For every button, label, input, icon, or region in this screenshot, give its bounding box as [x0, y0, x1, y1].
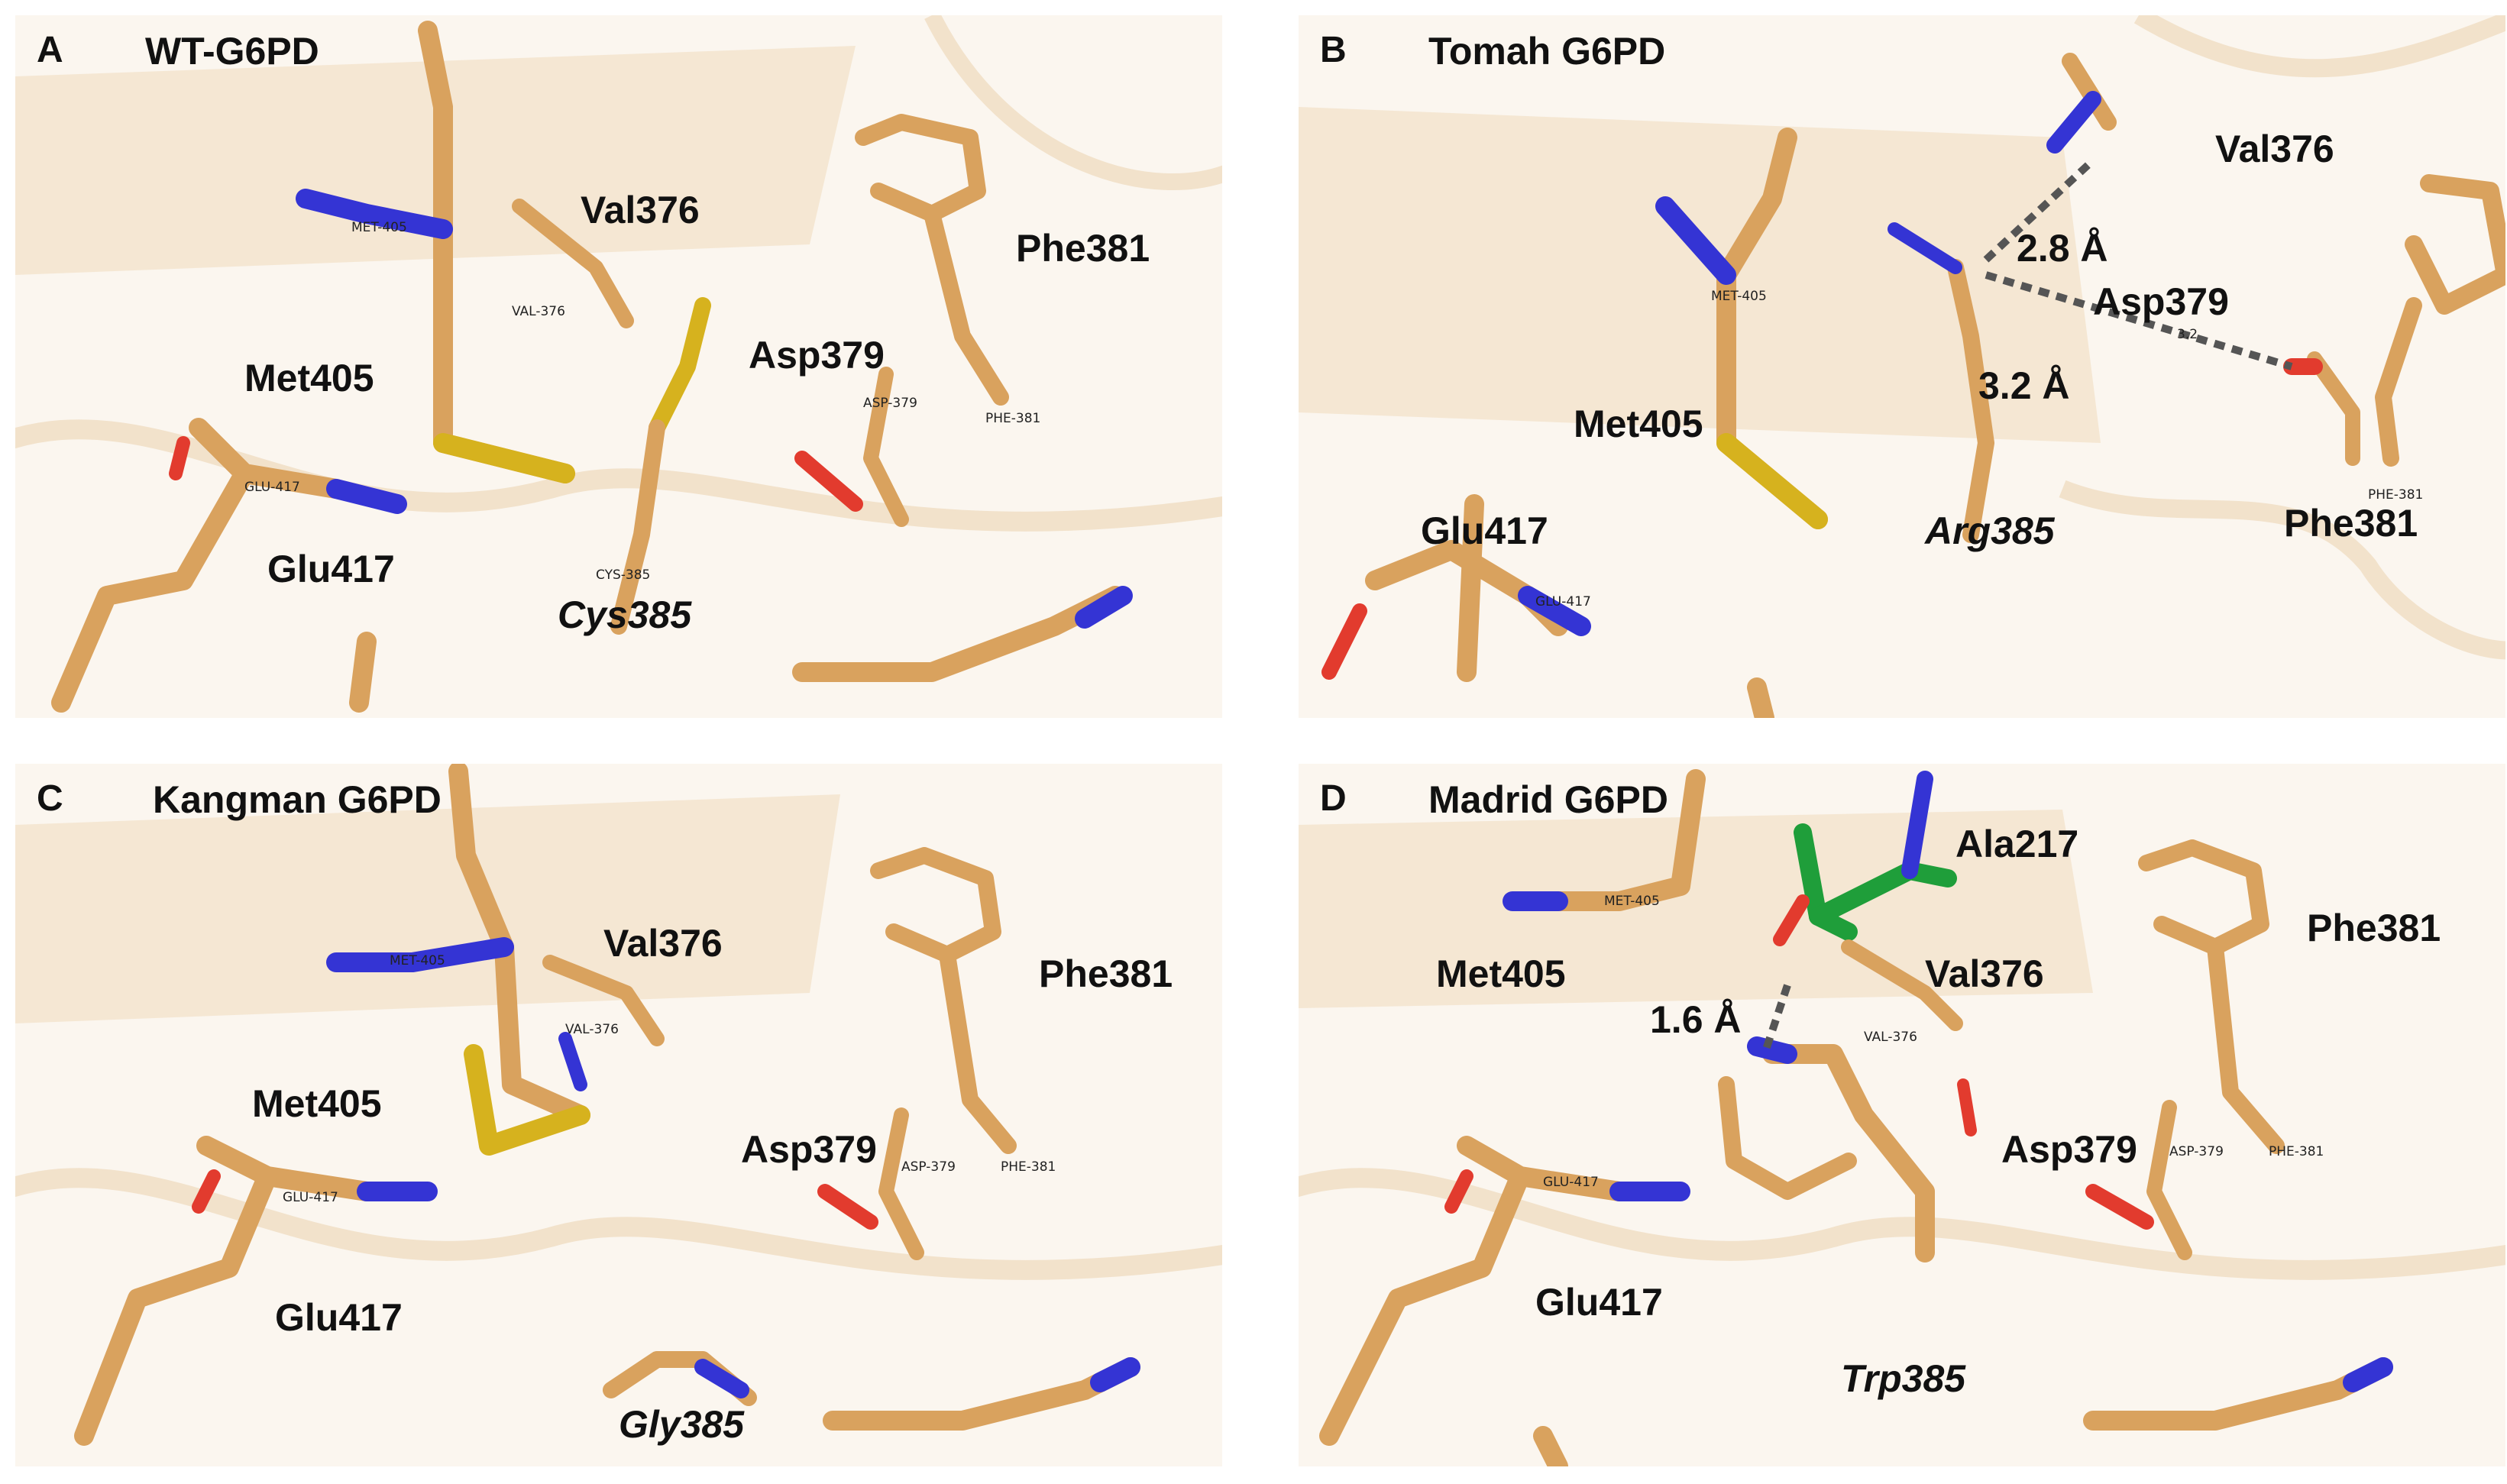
label-phe381: Phe381 — [2307, 907, 2441, 949]
panel-c-structure — [15, 764, 1222, 1446]
panel-d-structure — [1299, 769, 2505, 1466]
small-val376: VAL-376 — [565, 1022, 619, 1037]
panel-b-structure — [1299, 15, 2505, 718]
label-cys385: Cys385 — [558, 593, 692, 636]
label-met405: Met405 — [1574, 403, 1703, 445]
label-val376: Val376 — [603, 922, 723, 965]
panel-a-letter: A — [37, 30, 63, 70]
small-phe381: PHE-381 — [1001, 1159, 1056, 1175]
label-phe381: Phe381 — [2284, 502, 2418, 545]
small-glu417: GLU-417 — [244, 480, 300, 495]
panel-a-title: WT-G6PD — [145, 30, 319, 73]
panel-d: D Madrid G6PD Ala217 Phe381 Met405 Val37… — [1299, 764, 2505, 1466]
label-phe381: Phe381 — [1016, 227, 1150, 270]
small-glu417: GLU-417 — [1535, 594, 1591, 609]
label-met405: Met405 — [252, 1082, 382, 1125]
small-asp379: ASP-379 — [2169, 1144, 2224, 1159]
label-met405: Met405 — [244, 357, 374, 399]
panel-a: A WT-G6PD Val376 Phe381 Asp379 Met405 Gl… — [15, 15, 1222, 718]
small-met405: MET-405 — [1604, 894, 1660, 909]
label-glu417: Glu417 — [1535, 1281, 1663, 1324]
label-val376: Val376 — [581, 189, 700, 231]
small-phe381: PHE-381 — [2368, 487, 2424, 503]
label-val376: Val376 — [2215, 128, 2334, 170]
small-cys385: CYS-385 — [596, 567, 651, 583]
label-distance-3-2: 3.2 Å — [1978, 364, 2070, 407]
panel-c-letter: C — [37, 778, 63, 819]
small-met405: MET-405 — [351, 220, 407, 235]
small-phe381: PHE-381 — [985, 411, 1041, 426]
label-glu417: Glu417 — [275, 1296, 403, 1339]
label-asp379: Asp379 — [749, 334, 885, 377]
small-met405: MET-405 — [1711, 289, 1767, 304]
panel-c: C Kangman G6PD Val376 Phe381 Met405 Asp3… — [15, 764, 1222, 1466]
small-asp379: ASP-379 — [901, 1159, 956, 1175]
small-val376: VAL-376 — [1864, 1030, 1917, 1045]
label-distance-2-8: 2.8 Å — [2017, 227, 2108, 270]
panel-d-title: Madrid G6PD — [1428, 778, 1668, 821]
small-glu417: GLU-417 — [283, 1190, 338, 1205]
label-glu417: Glu417 — [1421, 509, 1548, 552]
label-val376: Val376 — [1925, 952, 2044, 995]
small-val376: VAL-376 — [512, 304, 565, 319]
panel-b-letter: B — [1320, 30, 1347, 70]
small-asp379: ASP-379 — [863, 396, 917, 411]
panel-d-letter: D — [1320, 778, 1347, 819]
label-ala217: Ala217 — [1955, 823, 2079, 865]
panel-a-structure — [15, 15, 1222, 713]
panel-b-title: Tomah G6PD — [1428, 30, 1666, 73]
label-arg385: Arg385 — [1925, 509, 2055, 552]
label-gly385: Gly385 — [619, 1403, 745, 1446]
panel-b: B Tomah G6PD Val376 2.8 Å Asp379 3.2 Å M… — [1299, 15, 2505, 718]
small-glu417: GLU-417 — [1543, 1175, 1599, 1190]
small-met405: MET-405 — [390, 953, 445, 968]
label-met405: Met405 — [1436, 952, 1566, 995]
label-asp379: Asp379 — [2093, 280, 2229, 323]
small-phe381: PHE-381 — [2269, 1144, 2324, 1159]
label-glu417: Glu417 — [267, 548, 395, 590]
label-distance-1-6: 1.6 Å — [1650, 998, 1742, 1041]
panel-c-title: Kangman G6PD — [153, 778, 442, 821]
label-trp385: Trp385 — [1841, 1357, 1966, 1400]
label-asp379: Asp379 — [741, 1128, 877, 1171]
label-asp379: Asp379 — [2001, 1128, 2137, 1171]
label-phe381: Phe381 — [1039, 952, 1173, 995]
small-distance-3-2: 3.2 — [2177, 327, 2198, 342]
